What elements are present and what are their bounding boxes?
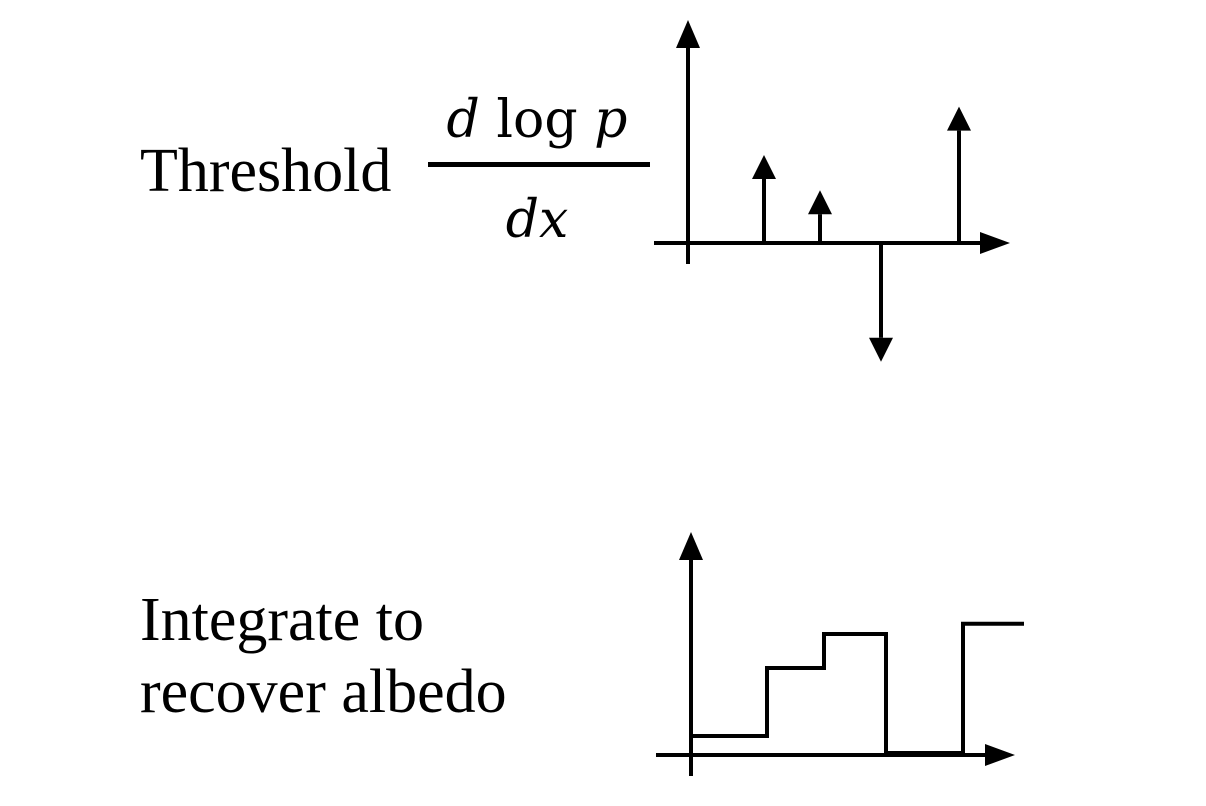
fraction-bar xyxy=(428,162,650,167)
impulse-plot xyxy=(654,20,1010,362)
impulse-stems xyxy=(752,106,971,362)
step-plot xyxy=(656,532,1024,776)
impulse-plot-y-axis-arrow xyxy=(676,20,700,48)
derivative-fraction: d log p dx xyxy=(424,86,650,256)
integrate-label-line2: recover albedo xyxy=(140,658,507,726)
denominator-x: x xyxy=(538,190,569,250)
denominator-d: d xyxy=(505,190,539,250)
numerator-log: log xyxy=(496,90,578,150)
albedo-step-line xyxy=(691,621,1024,755)
impulse-arrowhead-3 xyxy=(869,337,893,362)
fraction-denominator: dx xyxy=(424,194,650,246)
numerator-d: d xyxy=(446,90,480,150)
impulse-arrowhead-4 xyxy=(947,106,971,131)
step-plot-y-axis-arrow xyxy=(679,532,703,560)
step-plot-x-axis-arrow xyxy=(985,744,1015,766)
numerator-p: p xyxy=(594,90,628,150)
impulse-arrowhead-1 xyxy=(752,155,776,179)
integrate-label: Integrate to recover albedo xyxy=(140,584,507,728)
impulse-plot-x-axis-arrow xyxy=(980,232,1010,254)
integrate-label-line1: Integrate to xyxy=(140,586,425,654)
threshold-label: Threshold xyxy=(140,137,392,205)
impulse-arrowhead-2 xyxy=(808,190,832,215)
fraction-numerator: d log p xyxy=(424,94,650,146)
